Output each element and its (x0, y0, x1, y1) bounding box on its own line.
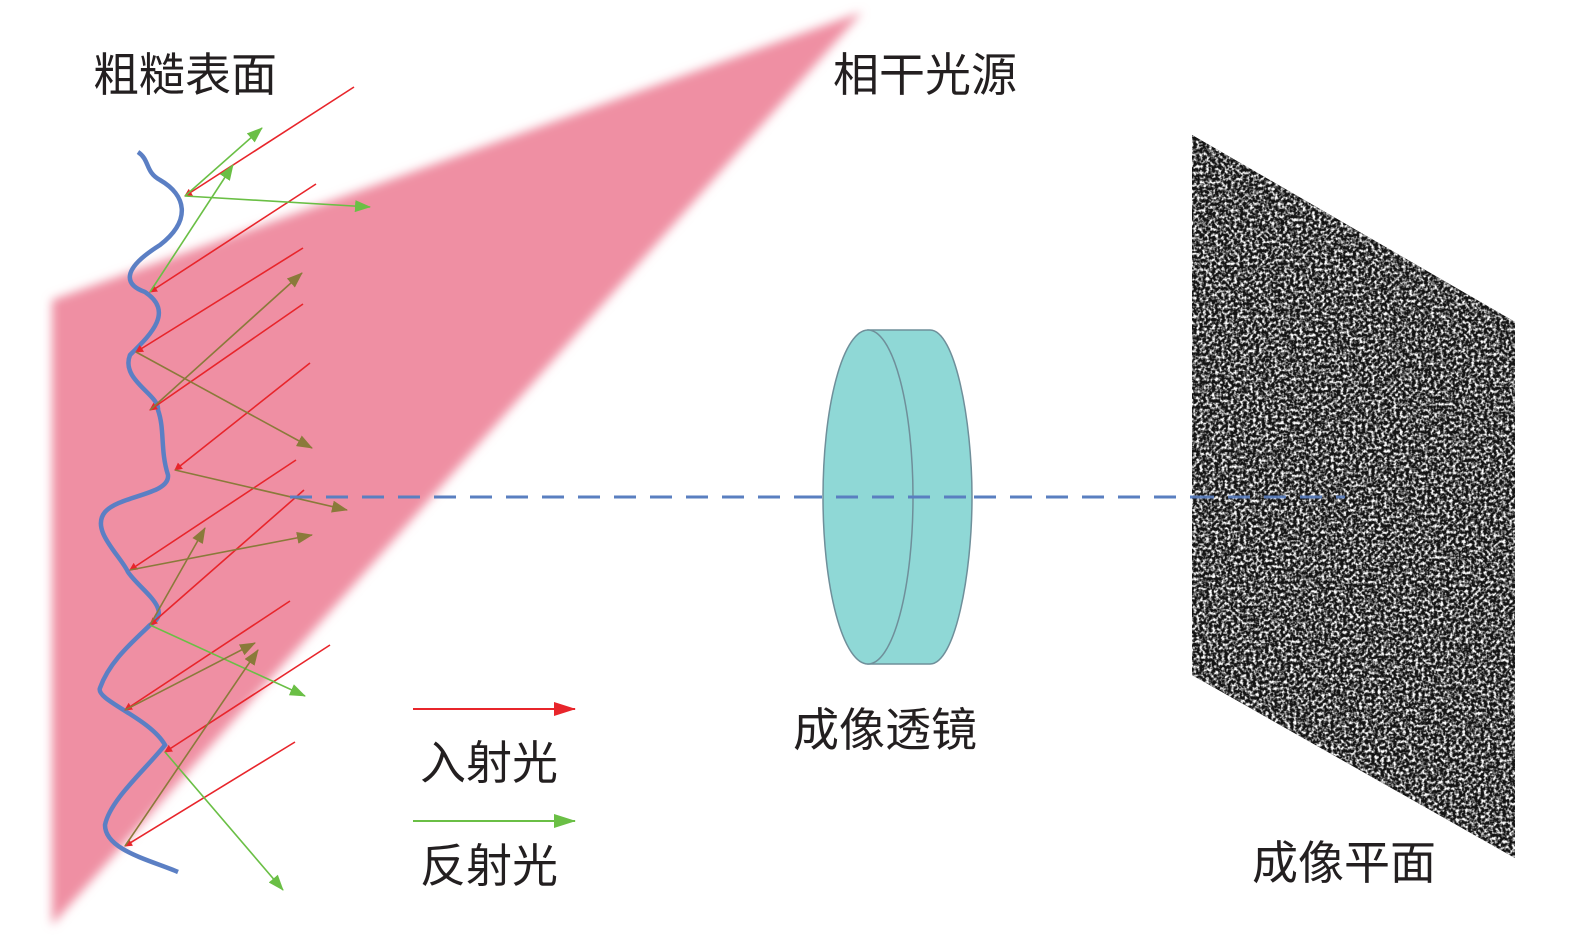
incident-ray (149, 303, 304, 411)
reflected-ray (149, 624, 306, 697)
image-plane (1192, 135, 1515, 858)
lens (800, 329, 990, 665)
reflected-ray (174, 469, 348, 513)
reflected-light-label: 反射光 (420, 839, 558, 893)
image-plane-label: 成像平面 (1252, 836, 1436, 890)
reflected-ray (184, 127, 263, 197)
incident-ray (164, 644, 331, 753)
reflected-ray (135, 351, 313, 449)
reflected-ray (149, 164, 234, 293)
light-beam (52, 12, 862, 925)
incident-ray (124, 600, 291, 711)
incident-ray (184, 86, 355, 197)
coherent-source-label: 相干光源 (833, 48, 1017, 102)
incident-ray (174, 362, 311, 471)
reflected-ray (124, 649, 259, 847)
reflected-ray (129, 531, 313, 571)
imaging-lens-label: 成像透镜 (793, 703, 977, 757)
reflected-ray (149, 272, 303, 411)
ray-group (124, 86, 371, 891)
incident-ray (135, 247, 304, 353)
incident-ray (149, 489, 305, 626)
reflected-ray (124, 642, 256, 711)
reflected-ray (164, 751, 284, 891)
reflected-ray (149, 527, 206, 626)
incident-light-label: 入射光 (420, 736, 558, 790)
rough-surface-label: 粗糙表面 (93, 48, 277, 102)
reflected-ray (184, 195, 371, 213)
incident-ray (129, 459, 297, 571)
incident-ray (124, 741, 296, 847)
